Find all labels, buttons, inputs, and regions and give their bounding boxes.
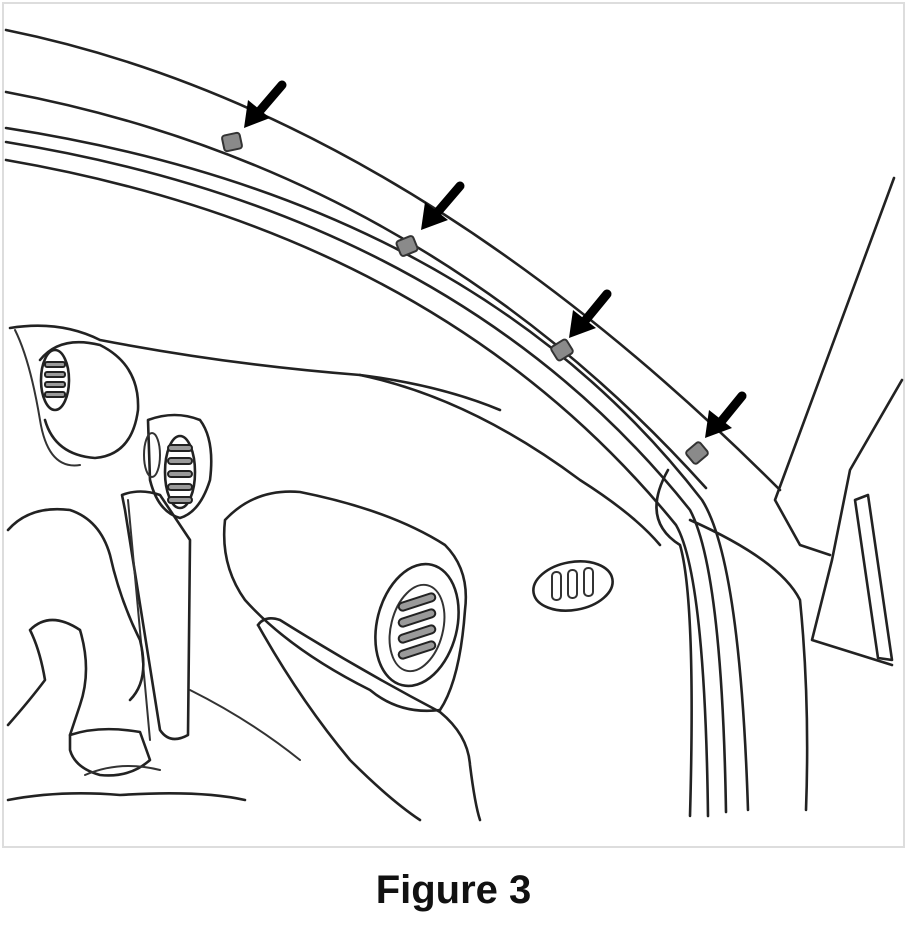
pillar-trim-edge-1 [4,126,750,812]
dashboard-top [8,324,662,547]
center-vent-housing [146,413,213,520]
center-vent-outline [163,434,197,510]
pillar-inner-edge [655,468,693,818]
glove-box-panel [189,490,482,822]
passenger-vent-outline [374,562,460,688]
column-shroud-line [127,499,151,741]
passenger-vent-slat [397,640,437,660]
left-vent-slat [44,381,66,388]
passenger-vent-slat [397,592,437,612]
pillar-trim-edge-3 [4,158,710,818]
cluster-side-line [14,329,81,467]
column-base [68,727,152,777]
left-vent-slat [44,361,66,368]
instrument-cluster [14,329,140,467]
passenger-vent-slat [397,624,437,644]
door-trim-piece [853,493,894,662]
wheel-spoke-outline [6,618,88,737]
headliner-outer-edge [4,28,782,492]
glove-box-outline [222,490,468,713]
small-dash-vent-slot [567,569,578,599]
console-line [256,623,422,822]
illustration-border [2,2,905,848]
pointer-arrow [421,181,465,230]
trim-clip [395,235,419,257]
steering-wheel-area [6,507,247,802]
roof-headliner-lines [4,28,782,492]
cluster-hood [38,340,140,460]
door-window-edge [810,378,904,667]
headliner-inner-edge [4,90,708,490]
left-air-vent [39,348,71,412]
center-vent-slat [167,496,193,504]
center-vents [143,413,213,520]
pillar-trim-edge-2 [4,140,728,814]
trim-clip [221,131,243,153]
door-frame [773,176,904,667]
small-dash-vent-outline [532,560,614,612]
pointer-arrow [569,289,612,338]
dashboard-defrost-line [358,373,662,547]
pointer-arrow [244,80,287,128]
figure-caption: Figure 3 [375,868,532,912]
center-vent-slat [167,470,193,478]
left-vent-outline [39,348,71,412]
column-shroud [120,490,192,741]
left-vent-slat [44,391,66,398]
dashboard-top-line [8,324,502,412]
lower-panel-line [256,617,482,822]
pointer-arrows [244,80,747,438]
small-dash-vent-slot [551,571,562,601]
trim-clip [685,441,709,465]
lower-dash-line [6,792,247,802]
steering-wheel-rim [6,507,145,702]
center-vent-slat [167,444,193,452]
passenger-vent [374,562,460,688]
pillar-outer-edge [688,518,809,812]
trim-clip [550,338,574,362]
steering-column [120,490,192,741]
center-vent-slat [167,483,193,491]
pillar-trim-illustration [2,2,905,848]
small-vent-outline [143,432,161,478]
small-dash-vent-slot [583,567,594,597]
pointer-arrow [705,391,747,438]
left-vent-slat [44,371,66,378]
lower-dash-detail [84,765,161,776]
passenger-vent-slat [397,608,437,628]
door-frame-edge [773,176,896,557]
center-vent-slat [167,457,193,465]
small-dash-vent [532,560,614,612]
clip-markers [221,131,709,465]
a-pillar-trim [4,126,809,818]
console-detail [189,689,301,761]
passenger-vent-inner [388,583,446,673]
